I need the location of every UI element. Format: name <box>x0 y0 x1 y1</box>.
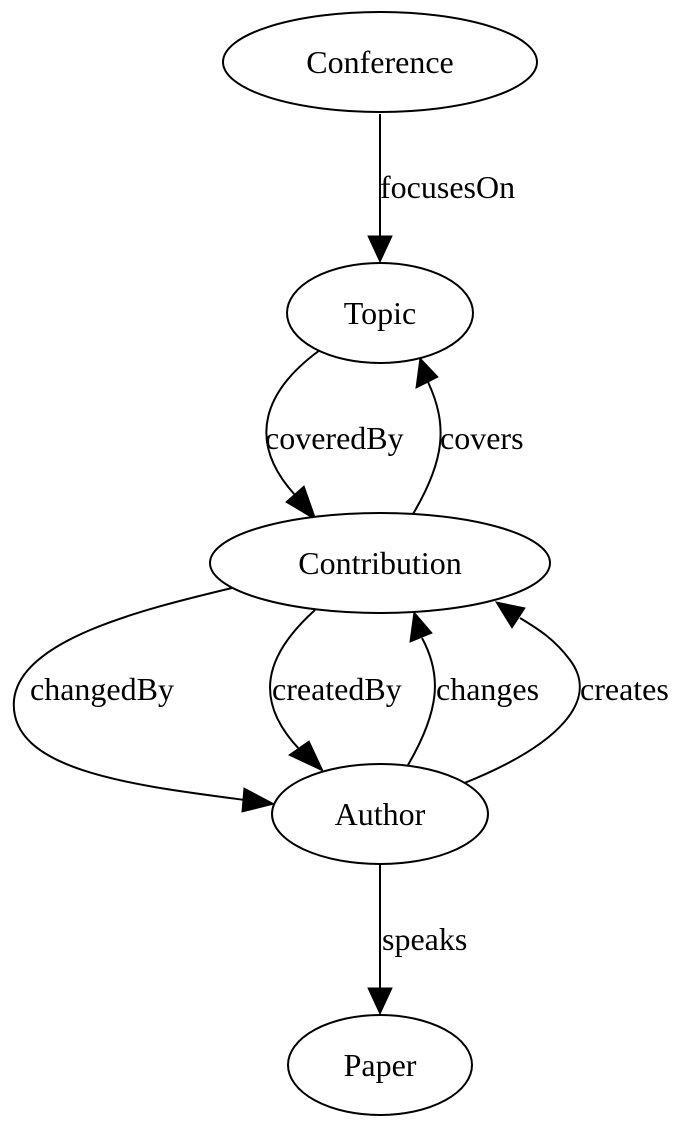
edge-creates: creates <box>461 601 669 785</box>
edge-changes: changes <box>407 610 539 766</box>
node-author: Author <box>271 763 489 865</box>
edge-label-focuses-on: focusesOn <box>380 169 515 205</box>
node-label-conference: Conference <box>306 44 453 80</box>
edge-label-created-by: createdBy <box>272 671 402 707</box>
edge-speaks: speaks <box>367 864 467 1016</box>
node-contribution: Contribution <box>209 512 551 614</box>
edge-covers: covers <box>412 356 524 515</box>
node-paper: Paper <box>287 1014 473 1116</box>
node-label-topic: Topic <box>344 295 416 331</box>
edge-label-speaks: speaks <box>382 921 467 957</box>
node-label-paper: Paper <box>344 1047 417 1083</box>
node-topic: Topic <box>286 262 474 364</box>
edge-label-changed-by: changedBy <box>30 671 174 707</box>
edge-changed-by: changedBy <box>12 587 276 813</box>
edge-label-covers: covers <box>440 420 524 456</box>
edge-focuses-on: focusesOn <box>367 114 515 264</box>
edge-label-changes: changes <box>436 671 539 707</box>
edge-label-creates: creates <box>580 671 669 707</box>
node-label-author: Author <box>335 796 426 832</box>
edge-label-covered-by: coveredBy <box>265 420 404 456</box>
edge-covered-by: coveredBy <box>265 349 404 522</box>
node-conference: Conference <box>222 11 538 113</box>
edge-created-by: createdBy <box>269 609 402 773</box>
node-label-contribution: Contribution <box>298 545 462 581</box>
